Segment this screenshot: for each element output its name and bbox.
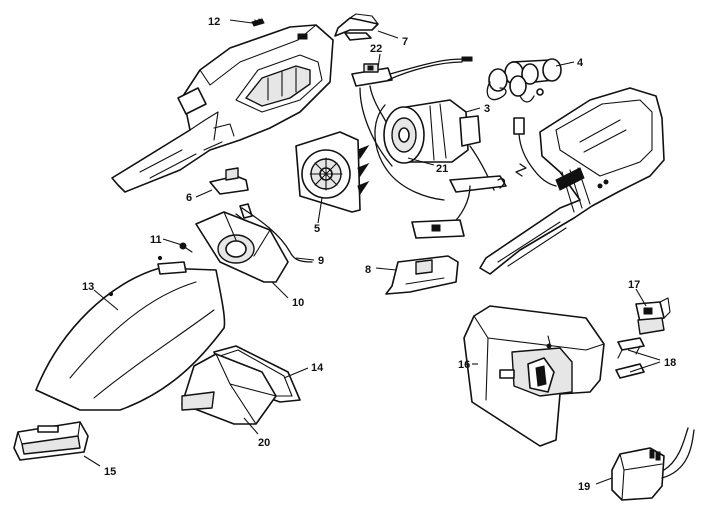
callout-21: 21 [436,163,448,175]
callout-18: 18 [664,357,676,369]
motor-part-3 [383,99,495,191]
upper-housing [111,24,334,193]
clip-part-6 [209,167,249,195]
callout-12: 12 [208,16,220,28]
fan-housing-part-5 [295,131,370,213]
callout-3: 3 [484,103,490,115]
handle-housing [479,87,665,275]
callout-17: 17 [628,279,640,291]
nozzle-shell-part-13 [35,255,226,411]
screw-part-12 [251,18,265,27]
wire-harness-part-21 [374,104,507,239]
filter-frame-part-10 [195,203,289,283]
battery-pack-part-4 [486,58,562,103]
callout-7: 7 [402,36,408,48]
screw-part-11 [179,242,193,253]
connector-part-17 [635,297,671,335]
callout-16: 16 [458,359,470,371]
nozzle-tip-part-15 [13,421,89,461]
callout-22: 22 [370,43,382,55]
leader-lines [83,19,661,485]
callout-4: 4 [577,57,584,69]
charger-base-part-16 [463,305,605,447]
callout-5: 5 [314,223,320,235]
callout-15: 15 [104,466,116,478]
callout-14: 14 [311,362,324,374]
filter-part-20 [181,353,277,425]
bracket-part-7 [334,13,379,41]
terminals-part-18 [615,337,645,379]
adapter-part-19 [611,427,695,501]
callout-13: 13 [82,281,94,293]
bracket-part-8 [385,255,459,295]
callout-11: 11 [150,234,162,246]
spring-part-9 [235,207,313,263]
callout-20: 20 [258,437,270,449]
callout-labels: 12 7 22 4 3 21 6 5 11 9 10 8 13 17 16 18… [82,16,676,493]
callout-10: 10 [292,297,304,309]
callout-9: 9 [318,255,324,267]
switch-part-22 [351,56,473,167]
callout-8: 8 [365,264,371,276]
callout-19: 19 [578,481,590,493]
callout-6: 6 [186,192,192,204]
